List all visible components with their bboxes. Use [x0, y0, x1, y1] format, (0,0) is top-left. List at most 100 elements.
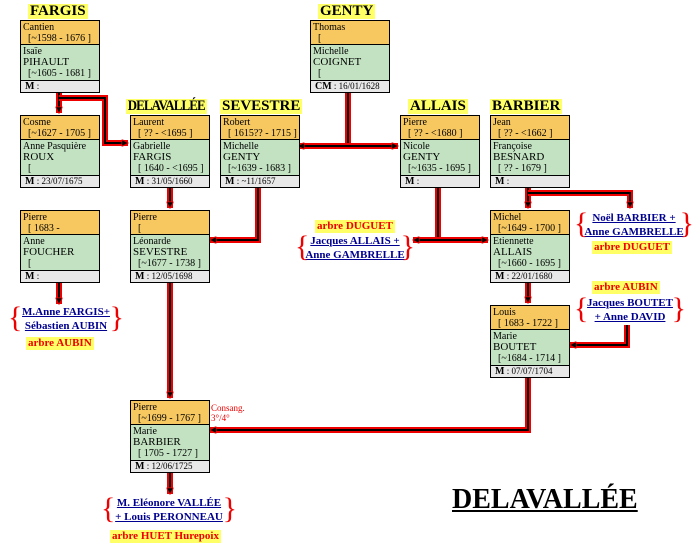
- marriage-label: M: [25, 81, 35, 92]
- husband[interactable]: Cantien[~1598 - 1676 ]: [21, 21, 99, 45]
- arbre-aubin-left[interactable]: arbre AUBIN: [26, 337, 94, 350]
- link-line[interactable]: + Louis PERONNEAU: [115, 511, 223, 523]
- wife-last-name: COIGNET: [313, 56, 362, 68]
- husband-name: Cantien: [23, 22, 55, 33]
- arbre-huet-hurepoix[interactable]: arbre HUET Hurepoix: [110, 530, 221, 543]
- wife-dates: [~1684 - 1714 ]: [498, 353, 561, 364]
- wife-last-name: ROUX: [23, 151, 55, 163]
- wife-last-name: ALLAIS: [493, 246, 533, 258]
- husband[interactable]: Pierre[ ?? - <1680 ]: [401, 116, 479, 140]
- link-barbier-gambrelle[interactable]: {} Noël BARBIER + Anne GAMBRELLE: [574, 209, 694, 239]
- link-line[interactable]: + Anne DAVID: [594, 311, 666, 323]
- link-line[interactable]: Anne GAMBRELLE: [584, 226, 684, 238]
- link-line[interactable]: Jacques ALLAIS +: [310, 235, 400, 247]
- link-fargis-aubin[interactable]: {} M.Anne FARGIS+Sébastien AUBIN: [8, 303, 124, 333]
- wife-first-name: Marie: [133, 426, 157, 437]
- wife-last-name: SEVESTRE: [133, 246, 188, 258]
- wife-last-name: GENTY: [223, 151, 261, 163]
- husband-dates: [~1598 - 1676 ]: [28, 33, 91, 44]
- wife-last-name: FOUCHER: [23, 246, 75, 258]
- link-line[interactable]: M.Anne FARGIS+: [22, 306, 110, 318]
- wife-first-name: Nicole: [403, 141, 430, 152]
- husband-dates: [ 1683 -: [28, 223, 60, 234]
- marriage-row: M : 07/07/1704: [491, 366, 569, 377]
- marriage-row: M :: [491, 176, 569, 187]
- wife-dates: [ 1640 - <1695 ]: [138, 163, 204, 174]
- husband[interactable]: Pierre[ 1683 -: [21, 211, 99, 235]
- family-label-delavallee: DELAVALLÉE: [126, 98, 207, 114]
- brace-icon: }: [679, 207, 694, 240]
- marriage-label: M: [495, 271, 505, 282]
- consang-degree: 3°/4°: [211, 413, 230, 423]
- marriage-label: CM: [315, 81, 332, 92]
- connector-line: [528, 190, 633, 208]
- wife-dates: [: [28, 258, 32, 269]
- husband-dates: [ ?? - <1680 ]: [408, 128, 463, 139]
- arbre-duguet-left[interactable]: arbre DUGUET: [315, 220, 395, 233]
- husband[interactable]: Laurent[ ?? - <1695 ]: [131, 116, 209, 140]
- family-label-barbier: BARBIER: [490, 98, 563, 114]
- husband[interactable]: Jean[ ?? - <1662 ]: [491, 116, 569, 140]
- husband[interactable]: Cosme[~1627 - 1705 ]: [21, 116, 99, 140]
- link-allais-gambrelle[interactable]: {} Jacques ALLAIS +Anne GAMBRELLE: [295, 232, 415, 262]
- husband-dates: [ 1683 - 1722 ]: [498, 318, 558, 329]
- husband[interactable]: Louis[ 1683 - 1722 ]: [491, 306, 569, 330]
- husband[interactable]: Pierre[: [131, 211, 209, 235]
- husband-name: Louis: [493, 307, 516, 318]
- link-line[interactable]: M. Eléonore VALLÉE: [116, 497, 222, 509]
- wife-dates: [~1635 - 1695 ]: [408, 163, 471, 174]
- link-line[interactable]: Anne GAMBRELLE: [305, 249, 405, 261]
- arrow-connector: [210, 187, 259, 240]
- wife-first-name: Michelle: [313, 46, 349, 57]
- arbre-aubin-right[interactable]: arbre AUBIN: [592, 281, 660, 294]
- husband[interactable]: Thomas[: [311, 21, 389, 45]
- marriage-row: M :: [21, 271, 99, 282]
- husband[interactable]: Pierre[~1699 - 1767 ]: [131, 401, 209, 425]
- wife-last-name: BOUTET: [493, 341, 537, 353]
- link-line[interactable]: Sébastien AUBIN: [24, 320, 108, 332]
- husband[interactable]: Robert[ 1615?? - 1715 ]: [221, 116, 299, 140]
- marriage-date: :: [36, 81, 40, 91]
- link-vallee-peronneau[interactable]: {} M. Eléonore VALLÉE+ Louis PERONNEAU: [101, 494, 237, 524]
- brace-icon: {: [574, 207, 589, 240]
- link-line[interactable]: Noël BARBIER +: [592, 212, 676, 224]
- wife-last-name: BARBIER: [133, 436, 181, 448]
- husband-dates: [: [138, 223, 142, 234]
- link-boutet-david[interactable]: {} Jacques BOUTET+ Anne DAVID: [574, 294, 686, 324]
- wife-dates: [~1605 - 1681 ]: [28, 68, 91, 79]
- husband[interactable]: Michel[~1649 - 1700 ]: [491, 211, 569, 235]
- wife-dates: [: [28, 163, 32, 174]
- husband-name: Pierre: [403, 117, 427, 128]
- connector-line: [210, 377, 531, 433]
- wife-dates: [~1660 - 1695 ]: [498, 258, 561, 269]
- family-label-genty: GENTY: [318, 3, 376, 19]
- brace-icon: }: [109, 301, 124, 334]
- link-line[interactable]: Jacques BOUTET: [587, 297, 673, 309]
- marriage-label: M: [135, 461, 145, 472]
- arbre-duguet-right[interactable]: arbre DUGUET: [592, 241, 672, 254]
